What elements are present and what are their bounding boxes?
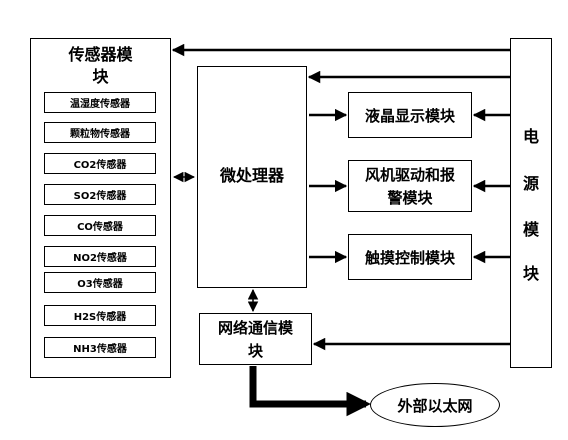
sensor-co: CO传感器 xyxy=(44,215,156,236)
sensor-module-title-line2: 块 xyxy=(92,67,109,86)
sensor-so2: SO2传感器 xyxy=(44,184,156,205)
microprocessor-label: 微处理器 xyxy=(219,166,284,185)
fan-alarm-label-line2: 警模块 xyxy=(387,188,433,207)
lcd-display-module xyxy=(348,92,472,138)
touch-control-label: 触摸控制模块 xyxy=(364,248,455,267)
network-comm-module xyxy=(199,313,312,365)
power-module-char-4: 块 xyxy=(522,264,539,283)
sensor-nh3: NH3传感器 xyxy=(44,337,156,358)
sensor-module xyxy=(30,38,171,378)
fan-alarm-label-line1: 风机驱动和报 xyxy=(364,165,455,184)
power-module-char-2: 源 xyxy=(522,174,539,193)
sensor-particulate: 颗粒物传感器 xyxy=(44,122,156,143)
network-comm-label-line1: 网络通信模 xyxy=(217,318,293,337)
power-module xyxy=(510,38,552,368)
external-ethernet: 外部以太网 xyxy=(370,383,500,427)
external-ethernet-label: 外部以太网 xyxy=(397,396,473,415)
sensor-co2: CO2传感器 xyxy=(44,153,156,174)
sensor-o3: O3传感器 xyxy=(44,272,156,293)
sensor-temp-humidity: 温湿度传感器 xyxy=(44,92,156,113)
sensor-h2s: H2S传感器 xyxy=(44,305,156,326)
touch-control-module xyxy=(348,234,472,280)
power-module-char-3: 模 xyxy=(522,220,539,239)
fan-alarm-module xyxy=(348,160,472,212)
lcd-display-label: 液晶显示模块 xyxy=(364,106,455,125)
arrow-network-to-ethernet xyxy=(249,366,371,417)
microprocessor-block xyxy=(197,66,307,288)
sensor-module-title-line1: 传感器模 xyxy=(68,45,133,64)
sensor-no2: NO2传感器 xyxy=(44,246,156,267)
power-module-char-1: 电 xyxy=(522,127,539,146)
network-comm-label-line2: 块 xyxy=(247,341,263,360)
